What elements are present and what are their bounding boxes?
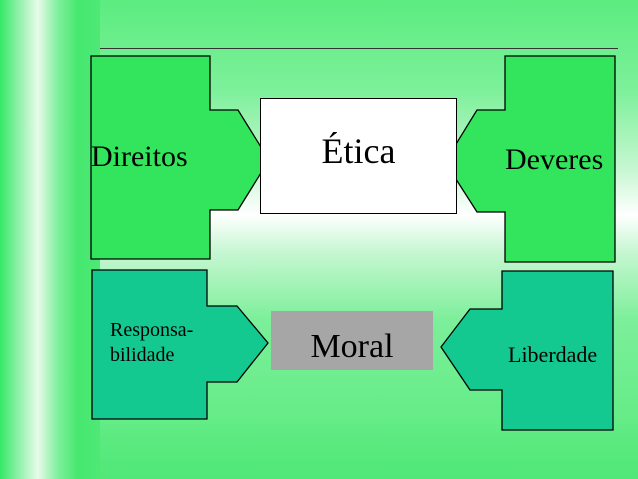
etica-box: Ética <box>260 98 457 214</box>
liberdade-label: Liberdade <box>508 342 598 367</box>
left-stripe-decoration <box>0 0 100 479</box>
liberdade-arrow-shape <box>440 270 614 431</box>
responsabilidade-label-line2: bilidade <box>110 344 175 366</box>
responsabilidade-label-line1: Responsa- <box>110 319 194 341</box>
moral-box: Moral <box>271 311 433 370</box>
title-rule <box>100 48 618 49</box>
direitos-arrow-shape <box>90 55 270 260</box>
deveres-label: Deveres <box>505 143 604 176</box>
etica-label: Ética <box>321 131 396 171</box>
responsabilidade-arrow-shape <box>91 269 269 420</box>
deveres-arrow-shape <box>444 55 616 263</box>
direitos-label: Direitos <box>91 140 188 173</box>
moral-label: Moral <box>310 328 394 365</box>
responsabilidade-label: Responsa- bilidade <box>110 318 193 368</box>
